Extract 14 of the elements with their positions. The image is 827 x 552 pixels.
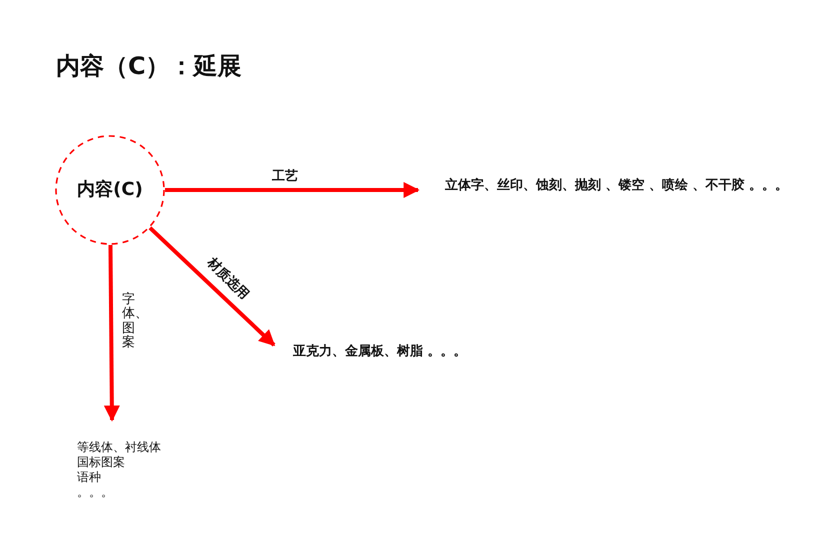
arrow [104,244,120,422]
node-text: 语种 [77,470,102,485]
dashed-circle [55,135,165,245]
diagram-title: 内容（C）：延展 [56,51,242,82]
node-text: 。。。 [77,485,114,500]
node-text: 等线体、衬线体 [77,440,161,455]
node-text: 内容(C) [77,178,143,202]
node-text: 立体字、丝印、蚀刻、抛刻 、镂空 、喷绘 、不干胶 。。。 [445,178,788,194]
node-text: 国标图案 [77,455,126,470]
arrow [165,182,420,198]
edge-label: 材质选用 [204,256,251,303]
arrow [148,226,276,346]
edge-label: 工艺 [272,170,298,184]
node-text: 亚克力、金属板、树脂 。。。 [293,344,467,360]
